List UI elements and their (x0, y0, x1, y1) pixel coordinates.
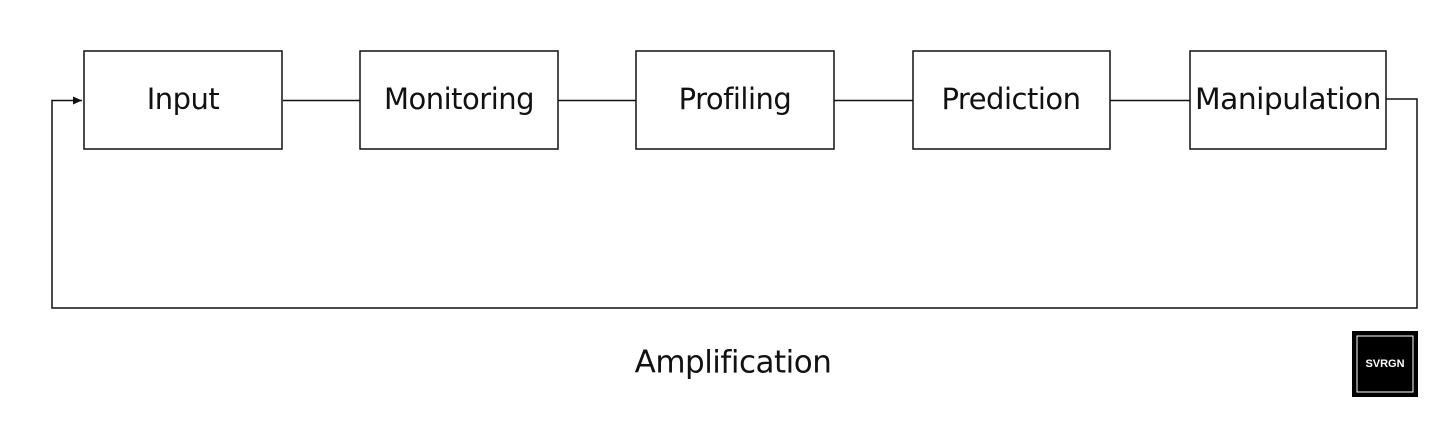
node-input-box (83, 50, 283, 150)
edge-feedback-loop (51, 96, 1418, 309)
node-prediction: Prediction (912, 50, 1111, 150)
logo-text: SVRGN (1365, 358, 1404, 370)
node-input-label: Input (147, 82, 220, 116)
node-prediction-label: Prediction (941, 82, 1080, 116)
node-monitoring-box (359, 50, 559, 150)
node-manipulation: Manipulation (1189, 50, 1387, 150)
node-monitoring: Monitoring (359, 50, 559, 150)
node-prediction-box (912, 50, 1111, 150)
edges-layer (51, 96, 1418, 309)
logo-inner-border (1356, 335, 1414, 393)
node-profiling-box (635, 50, 835, 150)
loop-label: Amplification (635, 345, 832, 381)
logo-background (1352, 331, 1418, 397)
node-input: Input (83, 50, 283, 150)
node-manipulation-box (1189, 50, 1387, 150)
nodes-layer: Input Monitoring Profiling Prediction Ma… (83, 50, 1387, 150)
node-profiling-label: Profiling (679, 82, 792, 116)
node-manipulation-label: Manipulation (1195, 82, 1381, 116)
node-profiling: Profiling (635, 50, 835, 150)
node-monitoring-label: Monitoring (384, 82, 534, 116)
brand-logo: SVRGN (1352, 331, 1418, 397)
